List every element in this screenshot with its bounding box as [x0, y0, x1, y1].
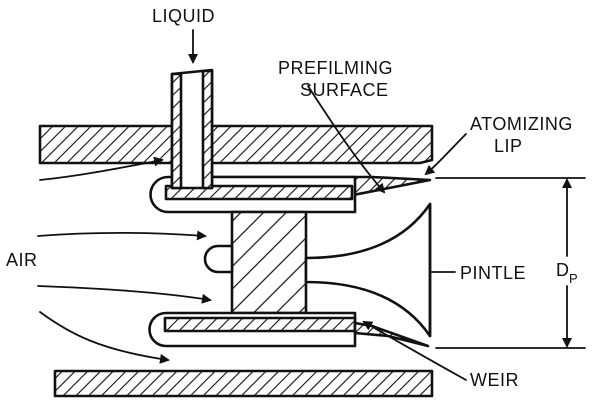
air-arrow-bottom [39, 311, 170, 364]
weir-leader [362, 320, 467, 381]
label-prefilming-2: SURFACE [300, 80, 389, 100]
label-air: AIR [6, 250, 38, 270]
lower-inner-strip [163, 316, 357, 333]
liquid-tube-wall-right [201, 69, 214, 190]
label-atomizing-1: ATOMIZING [470, 114, 573, 134]
lower-outer-wall [53, 369, 434, 398]
upper-outer-wall [38, 124, 434, 165]
label-pintle: PINTLE [460, 263, 526, 283]
atomizing-lip-leader [424, 133, 467, 176]
label-atomizing-2: LIP [494, 136, 523, 156]
label-prefilming-1: PREFILMING [278, 58, 393, 78]
label-liquid: LIQUID [152, 6, 215, 26]
strut-bump [203, 244, 234, 274]
central-strut [230, 210, 308, 315]
weir-lip [353, 321, 430, 348]
air-arrow-lower [37, 285, 212, 304]
label-dp: D [556, 260, 570, 280]
label-weir: WEIR [470, 370, 519, 390]
upper-inner-strip [164, 184, 354, 201]
air-arrow-top [39, 156, 164, 181]
label-dp-subscript: P [569, 271, 578, 286]
liquid-tube-wall-left [170, 72, 183, 190]
prefilming-leader [307, 85, 386, 194]
air-arrow-upper [37, 230, 207, 241]
